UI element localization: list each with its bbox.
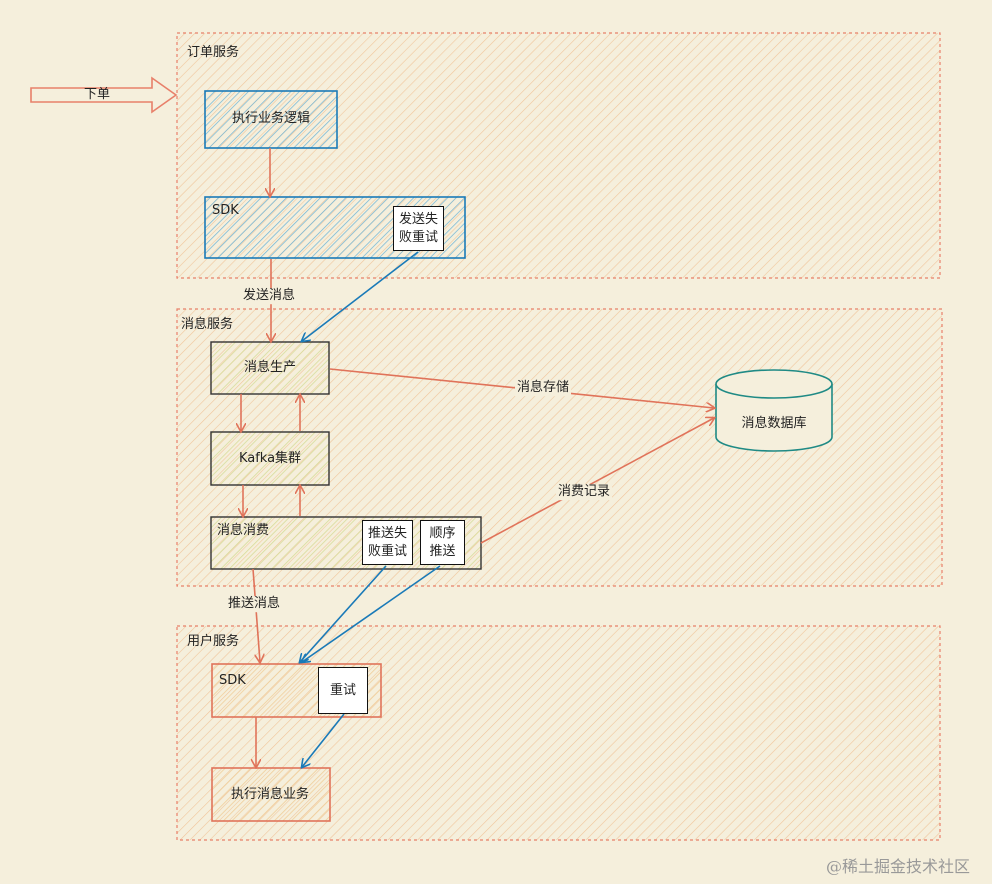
edge-label-push-msg: 推送消息	[225, 596, 283, 612]
order-service-title: 订单服务	[187, 45, 240, 60]
send-retry-box[interactable]: 发送失 败重试	[393, 206, 444, 251]
kafka-box[interactable]	[210, 431, 330, 486]
exec-business-label: 执行业务逻辑	[231, 111, 311, 127]
message-service-title: 消息服务	[181, 317, 234, 332]
edge-label-send-msg: 发送消息	[240, 288, 298, 304]
user-sdk-label: SDK	[219, 673, 246, 688]
msg-produce-label: 消息生产	[243, 360, 297, 376]
edge-push-retry-to-user-sdk	[300, 565, 387, 662]
kafka-label: Kafka集群	[238, 451, 302, 467]
entry-label: 下单	[83, 87, 111, 103]
exec-business-box[interactable]	[204, 90, 338, 149]
exec-msg-business-box[interactable]	[211, 767, 331, 822]
retry-box[interactable]: 重试	[318, 667, 368, 714]
edge-label-msg-store: 消息存储	[514, 380, 572, 396]
edge-order-push-to-user-sdk	[302, 565, 441, 662]
msg-consume-label: 消息消费	[217, 523, 270, 538]
order-push-box[interactable]: 顺序 推送	[420, 520, 465, 565]
watermark: @稀土掘金技术社区	[826, 857, 971, 876]
edge-consume-to-user-sdk	[252, 568, 260, 662]
user-service-title: 用户服务	[187, 634, 240, 649]
edge-label-consume-record: 消费记录	[555, 484, 613, 500]
order-sdk-label: SDK	[212, 203, 239, 218]
exec-msg-business-label: 执行消息业务	[230, 787, 310, 803]
msg-db-cylinder[interactable]	[715, 369, 833, 452]
edge-send-retry-to-produce	[302, 251, 419, 341]
entry-arrow	[30, 76, 178, 114]
msg-db-label: 消息数据库	[741, 416, 807, 432]
msg-produce-box[interactable]	[210, 341, 330, 395]
push-retry-box[interactable]: 推送失 败重试	[362, 520, 413, 565]
edge-retry-to-exec	[302, 713, 345, 767]
edge-consume-to-db	[480, 418, 714, 544]
